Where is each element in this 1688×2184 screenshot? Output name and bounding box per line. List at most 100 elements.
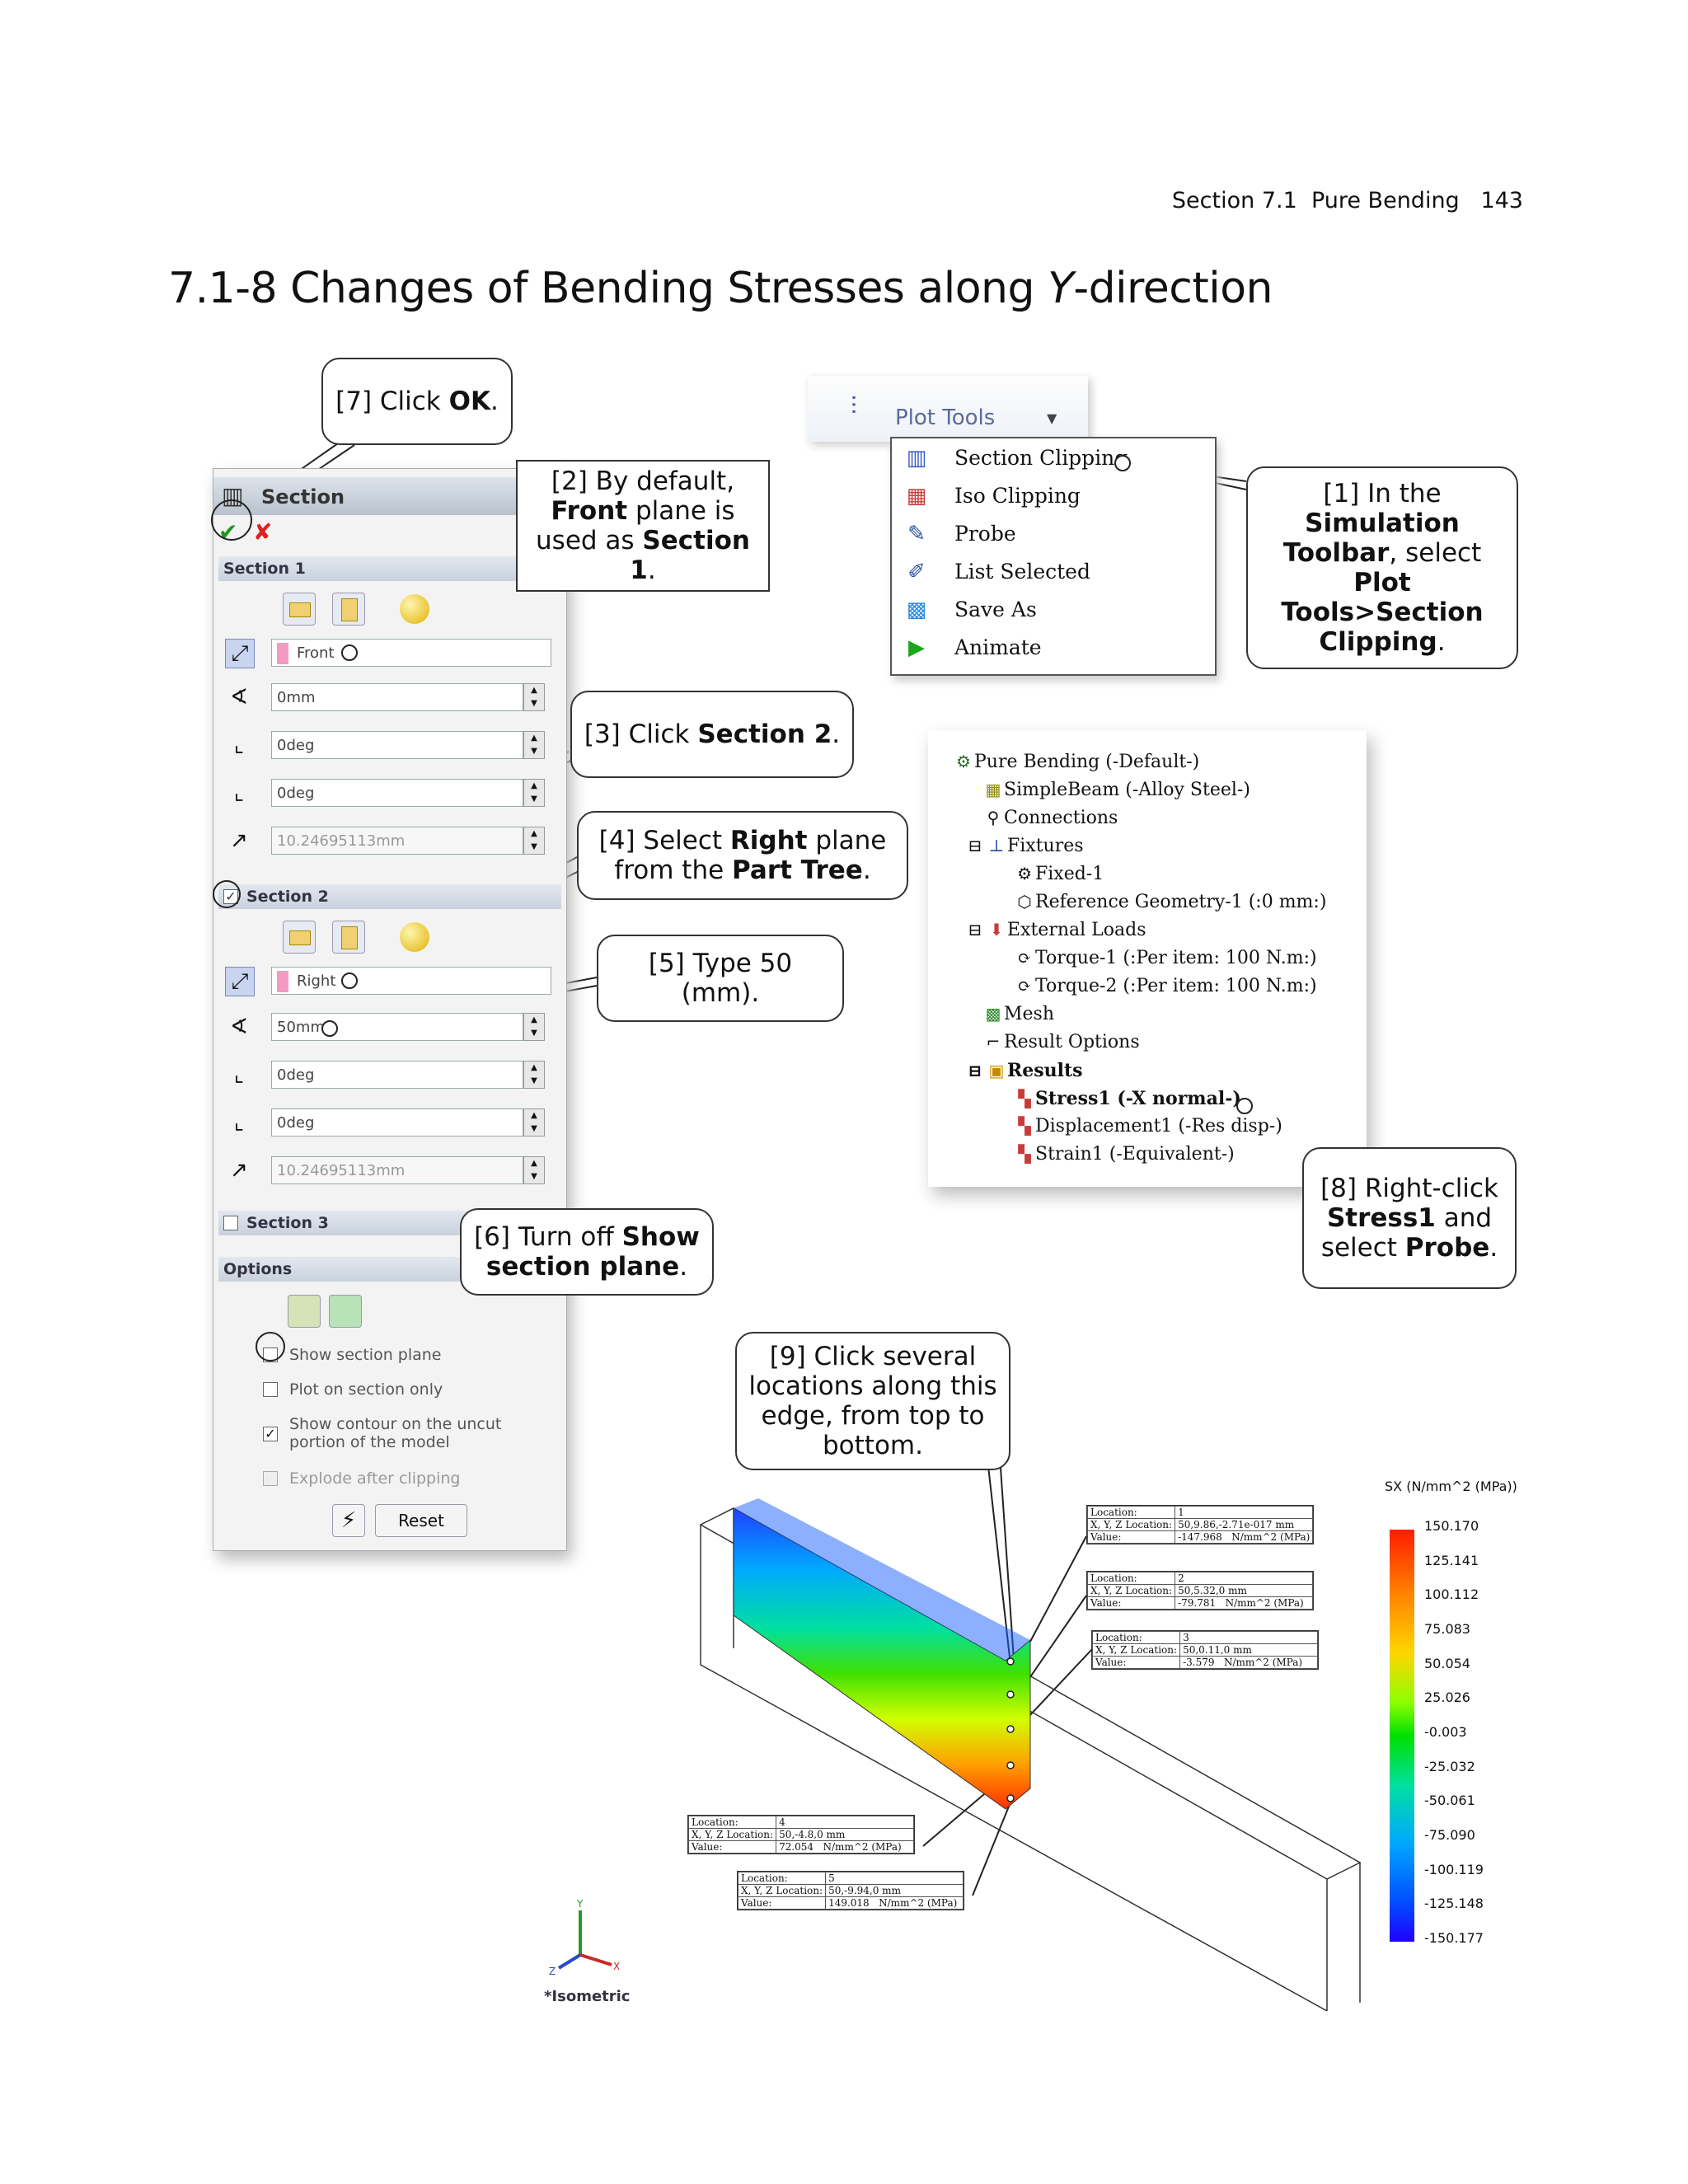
menu-item-probe[interactable]: ✎Probe	[892, 516, 1215, 552]
plane-color-swatch	[277, 643, 288, 664]
results-folder-icon: ▣	[988, 1061, 1005, 1080]
probe-box-5: Location:5 X, Y, Z Location:50,-9.94,0 m…	[737, 1871, 965, 1910]
spin-button[interactable]: ▲▼	[523, 1108, 545, 1137]
reference-entity-icon[interactable]: ⤢	[225, 967, 255, 996]
explode-checkbox	[263, 1471, 278, 1486]
spin-button[interactable]: ▲▼	[523, 1061, 545, 1089]
connections-icon: ⚲	[987, 808, 1000, 827]
menu-item-label: Iso Clipping	[954, 484, 1081, 508]
reset-button[interactable]: Reset	[375, 1504, 467, 1537]
probe-xyz: 50,0.11,0 mm	[1179, 1643, 1319, 1657]
section2-length-value: 10.24695113mm	[277, 1162, 406, 1179]
tree-item[interactable]: ⬡Reference Geometry-1 (:0 mm:)	[1014, 892, 1326, 912]
spin-button[interactable]: ▲▼	[523, 731, 545, 759]
legend-value: -125.148	[1424, 1896, 1484, 1912]
section2-rot2-field[interactable]: 0deg	[271, 1108, 523, 1137]
sphere-section-button[interactable]	[398, 593, 431, 626]
sphere-section-button[interactable]	[398, 921, 431, 954]
callout-bold: Show section plane	[485, 1222, 700, 1282]
section1-rot2-field[interactable]: 0deg	[271, 779, 523, 807]
legend-value: 150.170	[1424, 1518, 1479, 1534]
plot-on-section-checkbox[interactable]	[263, 1382, 278, 1397]
section1-rot1-field[interactable]: 0deg	[271, 731, 523, 759]
section1-offset-field[interactable]: 0mm	[271, 683, 523, 711]
tree-item[interactable]: ⟳Torque-2 (:Per item: 100 N.m:)	[1014, 976, 1317, 996]
cylinder-section-button[interactable]	[332, 921, 365, 954]
cylinder-section-button[interactable]	[332, 593, 365, 626]
probe-xyz: 50,-9.94,0 mm	[825, 1884, 964, 1897]
section3-checkbox[interactable]	[223, 1216, 238, 1230]
tree-root[interactable]: ⚙Pure Bending (-Default-)	[953, 752, 1199, 772]
section1-plane-field[interactable]: Front	[271, 639, 551, 667]
axis-triad-icon: Y X Z	[549, 1898, 620, 1977]
offset-icon: ∢	[230, 1015, 248, 1039]
tree-item-label: Fixed-1	[1035, 864, 1104, 884]
title-suffix: -direction	[1073, 264, 1273, 313]
probe-xyz: 50,-4.8,0 mm	[776, 1828, 915, 1841]
probe-number: 4	[776, 1816, 915, 1829]
menu-item-section-clipping[interactable]: ▥Section Clipping	[892, 440, 1215, 476]
tree-item-label: Stress1 (-X normal-)	[1035, 1088, 1241, 1109]
section-plane-button[interactable]	[283, 593, 316, 626]
study-icon: ⚙	[956, 752, 971, 771]
callout-7: [7] Click OK.	[321, 358, 513, 445]
tree-item[interactable]: ⊟⬇External Loads	[964, 920, 1146, 940]
svg-text:Y: Y	[576, 1898, 584, 1910]
cylinder-icon	[341, 598, 358, 621]
plot-on-section-label: Plot on section only	[289, 1380, 443, 1399]
tree-item-label: SimpleBeam (-Alloy Steel-)	[1004, 780, 1250, 800]
cancel-button[interactable]: ✘	[253, 518, 273, 546]
tree-item[interactable]: ⚙Fixed-1	[1014, 864, 1104, 884]
plot-tools-header[interactable]: Plot Tools	[895, 405, 996, 430]
menu-item-iso-clipping[interactable]: ▦Iso Clipping	[892, 478, 1215, 514]
tree-item[interactable]: ⟳Torque-1 (:Per item: 100 N.m:)	[1014, 948, 1317, 968]
plane-icon	[289, 930, 311, 945]
section1-header[interactable]: Section 1	[218, 556, 561, 581]
section2-label: Section 2	[246, 888, 329, 906]
menu-item-list-selected[interactable]: ✐List Selected	[892, 554, 1215, 590]
tree-item[interactable]: ▚Stress1 (-X normal-)	[1014, 1088, 1241, 1109]
section-display-button[interactable]	[288, 1295, 321, 1328]
view-orientation-label: *Isometric	[544, 1988, 631, 2005]
update-icon[interactable]: ⚡	[332, 1504, 365, 1537]
probe-value: -3.579	[1183, 1657, 1215, 1668]
spin-button[interactable]: ▲▼	[523, 683, 545, 711]
tree-item[interactable]: ⊟⊥Fixtures	[964, 836, 1084, 856]
probe-icon: ✎	[907, 522, 926, 546]
tree-item[interactable]: ⌐Result Options	[982, 1032, 1140, 1052]
section2-plane-field[interactable]: Right	[271, 967, 551, 995]
tree-item[interactable]: ▚Displacement1 (-Res disp-)	[1014, 1116, 1282, 1137]
length-icon: ↗	[230, 828, 248, 853]
probe-label: Location:	[1086, 1506, 1176, 1519]
section2-offset-field[interactable]: 50mm	[271, 1013, 523, 1041]
tree-item[interactable]: ▦SimpleBeam (-Alloy Steel-)	[982, 780, 1250, 800]
section2-rot1-field[interactable]: 0deg	[271, 1061, 523, 1089]
stress-section	[733, 1507, 1031, 1810]
tree-item[interactable]: ⊟▣Results	[964, 1060, 1083, 1081]
probe-unit: N/mm^2 (MPa)	[1231, 1531, 1311, 1543]
tree-item[interactable]: ⚲Connections	[982, 808, 1118, 828]
probe-label: X, Y, Z Location:	[737, 1884, 827, 1897]
spin-button[interactable]: ▲▼	[523, 1013, 545, 1041]
plane-color-swatch	[277, 971, 288, 992]
legend-value: 75.083	[1424, 1621, 1470, 1637]
section1-length-value: 10.24695113mm	[277, 832, 406, 850]
tree-item[interactable]: ▩Mesh	[982, 1004, 1054, 1024]
probe-unit: N/mm^2 (MPa)	[1223, 1657, 1303, 1668]
section2-header[interactable]: ✓ Section 2	[218, 884, 561, 909]
menu-item-animate[interactable]: ▶Animate	[892, 630, 1215, 666]
callout-bold: Section 2	[697, 719, 832, 749]
probe-box-4: Location:4 X, Y, Z Location:50,-4.8,0 mm…	[687, 1815, 916, 1854]
legend-value: -25.032	[1424, 1758, 1475, 1774]
probe-point	[1006, 1761, 1015, 1769]
show-contour-checkbox[interactable]: ✓	[263, 1427, 278, 1441]
callout-bold: OK	[448, 387, 490, 416]
spin-button[interactable]: ▲▼	[523, 779, 545, 807]
reference-entity-icon[interactable]: ⤢	[225, 639, 255, 668]
collapse-icon: ⊟	[968, 920, 982, 940]
section-display-alt-button[interactable]	[329, 1295, 362, 1328]
chevron-down-icon[interactable]: ▼	[1047, 410, 1057, 426]
menu-item-save-as[interactable]: ▩Save As	[892, 592, 1215, 628]
section-plane-button[interactable]	[283, 921, 316, 954]
tree-item[interactable]: ▚Strain1 (-Equivalent-)	[1014, 1144, 1234, 1165]
